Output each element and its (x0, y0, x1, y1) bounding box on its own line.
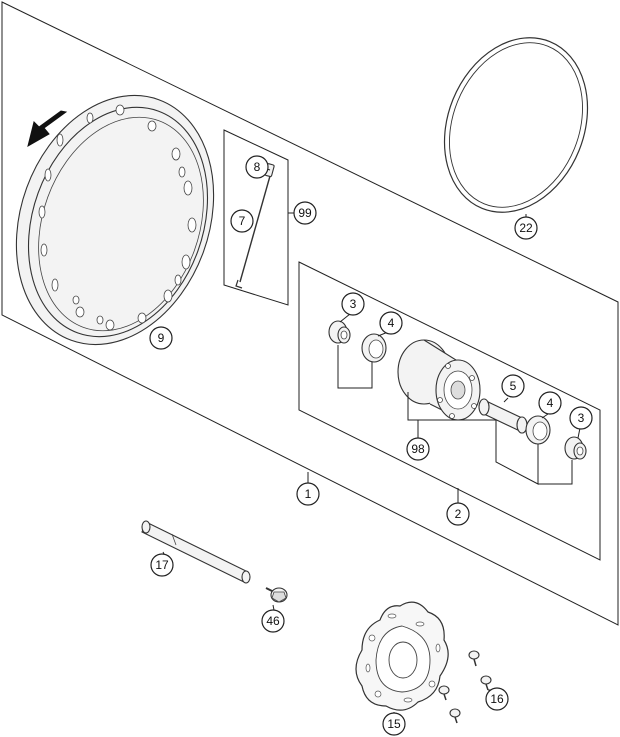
callout-2: 2 (446, 502, 470, 526)
wheel-hub (397, 339, 481, 421)
svg-text:22: 22 (519, 221, 533, 235)
svg-text:4: 4 (388, 316, 395, 330)
callout-8: 8 (245, 155, 269, 179)
svg-text:5: 5 (510, 379, 517, 393)
svg-text:1: 1 (305, 487, 312, 501)
callout-3-left: 3 (341, 292, 365, 316)
callout-98: 98 (406, 437, 430, 461)
callout-17: 17 (150, 553, 174, 577)
axle-screw (265, 587, 288, 603)
leader-lines (153, 167, 527, 715)
callout-22: 22 (514, 216, 538, 240)
callout-7: 7 (230, 209, 254, 233)
callout-16: 16 (485, 687, 509, 711)
disc-screws (438, 650, 492, 724)
svg-text:7: 7 (239, 214, 246, 228)
bearing-left (361, 333, 387, 363)
callout-99: 99 (293, 201, 317, 225)
callout-5: 5 (501, 374, 525, 398)
spacer-sleeve (478, 398, 528, 434)
svg-text:46: 46 (266, 614, 280, 628)
callout-4-right: 4 (538, 391, 562, 415)
spoke (235, 175, 271, 289)
rotation-direction-arrow-icon (27, 110, 68, 148)
svg-text:2: 2 (455, 507, 462, 521)
hub-assembly-frame (298, 261, 601, 561)
bearing-right (525, 415, 551, 445)
svg-text:8: 8 (254, 160, 261, 174)
callout-4-left: 4 (379, 311, 403, 335)
svg-text:3: 3 (578, 411, 585, 425)
callout-15: 15 (382, 712, 406, 736)
svg-text:98: 98 (411, 442, 425, 456)
svg-text:17: 17 (155, 558, 169, 572)
spoke-set-frame (223, 129, 289, 306)
callout-3-right: 3 (569, 406, 593, 430)
hub-leader-lines (337, 313, 581, 485)
callout-9: 9 (149, 326, 173, 350)
svg-text:15: 15 (387, 717, 401, 731)
svg-text:16: 16 (490, 692, 504, 706)
wheel-assembly-frame (1, 1, 619, 626)
shaft-seal-left (328, 320, 351, 344)
callout-1: 1 (296, 482, 320, 506)
wheel-spindle (141, 520, 251, 584)
rim-tape (443, 37, 589, 213)
svg-text:4: 4 (547, 396, 554, 410)
svg-text:99: 99 (298, 206, 312, 220)
rim (15, 94, 215, 346)
brake-disc (355, 601, 449, 711)
rim-spoke-holes (38, 104, 197, 331)
callout-46: 46 (261, 609, 285, 633)
svg-text:3: 3 (350, 297, 357, 311)
svg-text:9: 9 (158, 331, 165, 345)
shaft-seal-right (564, 436, 587, 460)
